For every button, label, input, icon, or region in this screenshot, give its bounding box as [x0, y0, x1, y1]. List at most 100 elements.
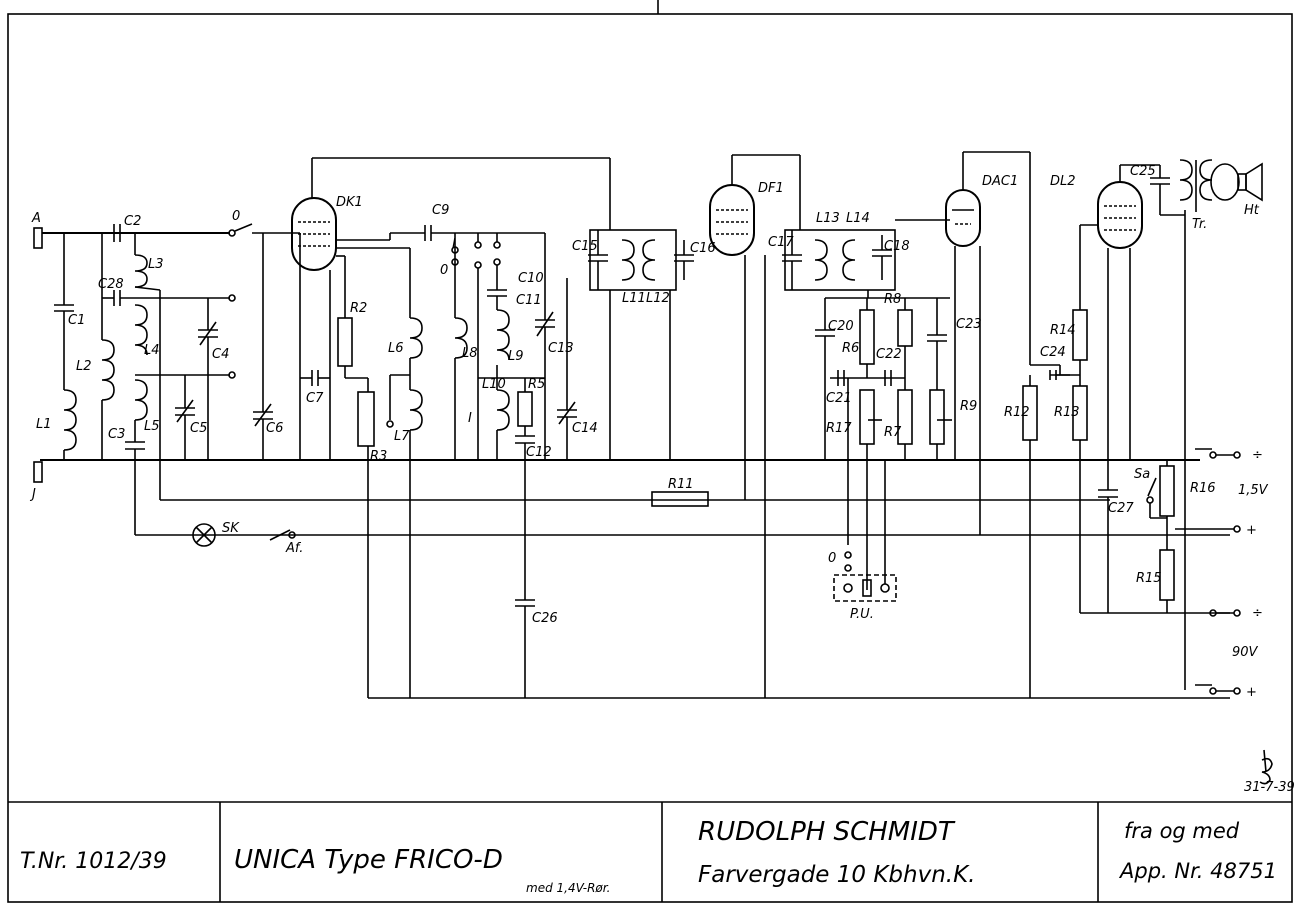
label-l12: L12: [646, 291, 670, 306]
tube-dk1: [291, 157, 611, 460]
label-l3: L3: [148, 257, 164, 272]
label-l5: L5: [144, 419, 160, 434]
label-c17: C17: [768, 235, 794, 250]
resistor-r11: [651, 491, 709, 507]
if-transformer-2: [782, 219, 950, 298]
label-c21: C21: [826, 391, 852, 406]
label-c7: C7: [306, 391, 324, 406]
supply-terminals: [1175, 448, 1241, 695]
label-c28: C28: [98, 277, 124, 292]
bias-divider: [1146, 460, 1175, 613]
signature: [1259, 749, 1273, 785]
label-c25: C25: [1130, 164, 1156, 179]
validity-line-2: App. Nr. 48751: [1118, 859, 1277, 883]
label-l13: L13: [816, 211, 840, 226]
label-dac1: DAC1: [982, 174, 1018, 189]
label-l8: L8: [462, 346, 478, 361]
label-c26: C26: [532, 611, 558, 626]
label-c20: C20: [828, 319, 854, 334]
label-r5: R5: [528, 377, 545, 392]
tube-df1: [709, 154, 801, 698]
tube-dac1: [945, 151, 1031, 535]
company-name: RUDOLPH SCHMIDT: [698, 817, 956, 847]
drawing-number: T.Nr. 1012/39: [20, 849, 167, 874]
label-ground: J: [29, 487, 36, 502]
label-l1: L1: [36, 417, 52, 432]
tuning-capacitors: [175, 223, 301, 460]
label-r16: R16: [1190, 481, 1216, 496]
label-c23: C23: [956, 317, 982, 332]
label-r13: R13: [1054, 405, 1080, 420]
rf-input-coils: [102, 224, 230, 535]
label-c18: C18: [884, 239, 910, 254]
label-c6: C6: [266, 421, 283, 436]
label-c24: C24: [1040, 345, 1066, 360]
oscillator-tank: [424, 225, 577, 698]
label-c9: C9: [432, 203, 449, 218]
label-r8: R8: [884, 292, 901, 307]
validity-line-1: fra og med: [1124, 819, 1240, 843]
label-c14: C14: [572, 421, 598, 436]
label-r14: R14: [1050, 323, 1076, 338]
detector-network: [815, 297, 952, 590]
label-c5: C5: [190, 421, 207, 436]
label-l9: L9: [508, 349, 524, 364]
label-c1: C1: [68, 313, 85, 328]
dk1-bias: [300, 256, 375, 698]
label-speaker: Ht: [1244, 203, 1260, 218]
coupling-network: [1022, 364, 1080, 698]
label-supply-3-volt: 90V: [1232, 645, 1259, 660]
label-switch-0a: 0: [232, 209, 240, 224]
label-dl2: DL2: [1050, 174, 1076, 189]
label-df1: DF1: [758, 181, 784, 196]
label-r11: R11: [668, 477, 694, 492]
drawing-date: 31-7-39: [1244, 780, 1295, 795]
label-c13: C13: [548, 341, 574, 356]
company-address: Farvergade 10 Kbhvn.K.: [698, 862, 975, 888]
speaker-ht: [1210, 162, 1263, 202]
component-labels: A J DK1 DF1 DAC1 DL2 C1 C2 C28 C3 C4 C5 …: [29, 164, 1269, 700]
label-r15: R15: [1136, 571, 1162, 586]
label-r6: R6: [842, 341, 859, 356]
label-c2: C2: [124, 214, 141, 229]
label-lamp: SK: [222, 521, 240, 536]
label-r9: R9: [960, 399, 977, 414]
pickup-connector: [833, 460, 897, 602]
label-c10: C10: [518, 271, 544, 286]
label-c4: C4: [212, 347, 229, 362]
dial-lamp: [192, 523, 296, 547]
label-switch-sa: Sa: [1134, 467, 1150, 482]
label-r2: R2: [350, 301, 367, 316]
label-l14: L14: [846, 211, 870, 226]
oscillator-coils: [386, 248, 423, 698]
label-c12: C12: [526, 445, 552, 460]
label-supply-1-pol: ÷: [1252, 448, 1263, 463]
label-l2: L2: [76, 359, 92, 374]
label-transformer: Tr.: [1192, 217, 1207, 232]
label-c15: C15: [572, 239, 598, 254]
if-transformer-1: [588, 229, 694, 460]
label-switch-1a: I: [468, 411, 472, 426]
label-c27: C27: [1108, 501, 1134, 516]
label-c3: C3: [108, 427, 125, 442]
drawing-frame: [7, 13, 1293, 903]
label-supply-1-volt: 1,5V: [1238, 483, 1269, 498]
product-name: UNICA Type FRICO-D: [234, 845, 503, 875]
label-switch-af: Af.: [285, 541, 303, 556]
product-note: med 1,4V-Rør.: [526, 881, 610, 895]
label-l11: L11: [622, 291, 646, 306]
label-r3: R3: [370, 449, 387, 464]
label-l4: L4: [144, 343, 160, 358]
label-switch-1b: I: [452, 237, 456, 252]
label-c11: C11: [516, 293, 542, 308]
label-r17: R17: [826, 421, 852, 436]
label-switch-0b: 0: [440, 263, 448, 278]
label-l6: L6: [388, 341, 404, 356]
label-r12: R12: [1004, 405, 1030, 420]
label-supply-2-pol: +: [1246, 523, 1257, 538]
label-switch-0c: 0: [828, 551, 836, 566]
label-l10: L10: [482, 377, 506, 392]
label-pickup: P.U.: [850, 607, 874, 622]
label-dk1: DK1: [336, 195, 363, 210]
